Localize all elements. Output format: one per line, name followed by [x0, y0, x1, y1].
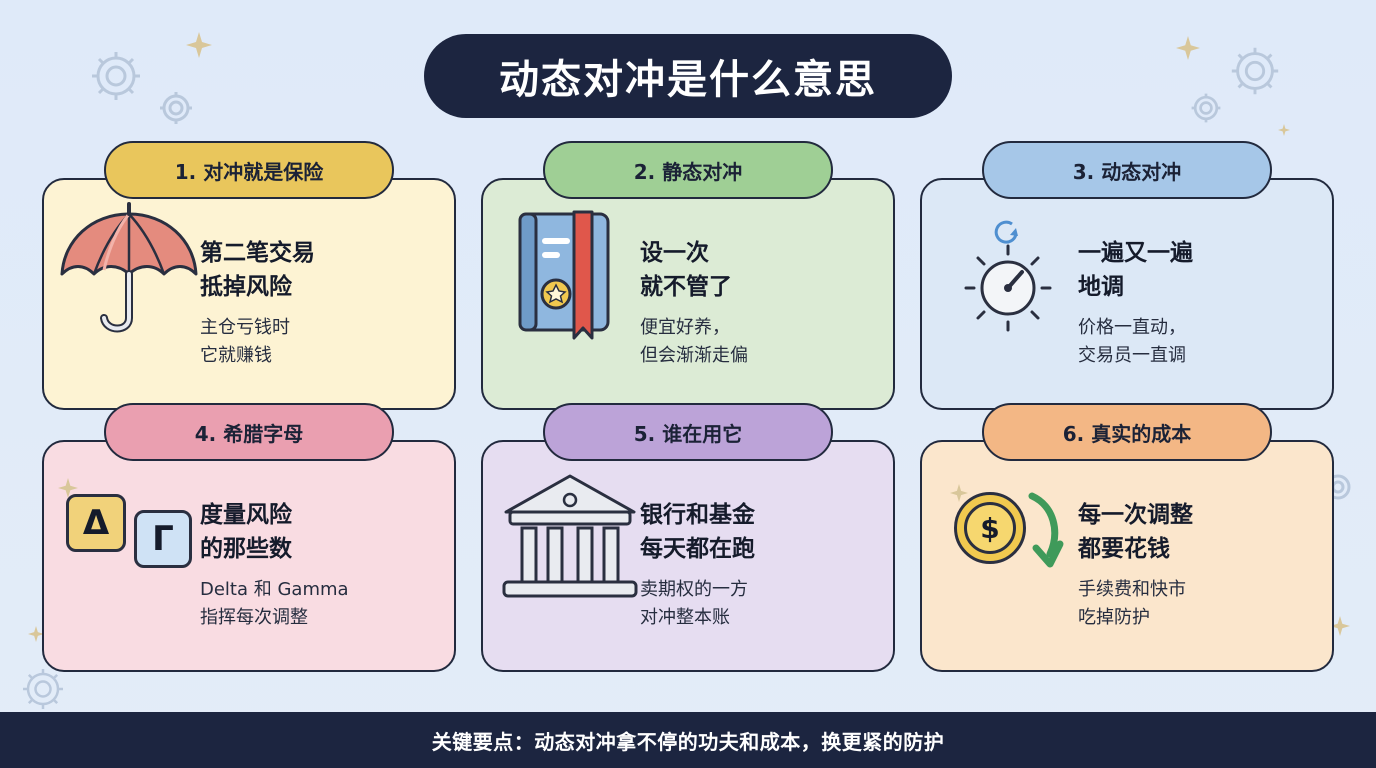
sparkle-icon — [1330, 616, 1350, 636]
umbrella-icon — [60, 202, 198, 333]
key-takeaway-bar: 关键要点：动态对冲拿不停的功夫和成本，换更紧的防护 — [0, 712, 1376, 768]
title-banner: 动态对冲是什么意思 — [424, 34, 952, 118]
notebook-icon — [518, 210, 610, 340]
card-dynamic-hedge-desc: 价格一直动，交易员一直调 — [1078, 317, 1186, 366]
card-dynamic-hedge-headline: 一遍又一遍地调 — [1078, 240, 1193, 300]
coin-icon: $ — [954, 492, 1074, 572]
sparkle-icon — [186, 32, 212, 58]
gear-icon — [1332, 474, 1351, 500]
card-cost-desc: 手续费和快市吃掉防护 — [1078, 579, 1186, 628]
card-static-hedge-desc: 便宜好养，但会渐渐走偏 — [640, 317, 748, 366]
sparkle-icon — [1278, 124, 1290, 136]
card-cost-tab: 6. 真实的成本 — [982, 403, 1272, 461]
dial-icon — [964, 220, 1052, 332]
card-cost-headline: 每一次调整都要花钱 — [1078, 502, 1193, 562]
card-users-desc: 卖期权的一方对冲整本账 — [640, 579, 748, 628]
card-insurance-tab: 1. 对冲就是保险 — [104, 141, 394, 199]
card-greeks-tab: 4. 希腊字母 — [104, 403, 394, 461]
gear-icon — [1191, 93, 1221, 123]
card-static-hedge-headline: 设一次就不管了 — [640, 240, 732, 300]
gear-icon — [23, 669, 63, 709]
gear-icon — [160, 92, 192, 124]
sparkle-icon — [950, 484, 968, 502]
card-dynamic-hedge-tab: 3. 动态对冲 — [982, 141, 1272, 199]
greek-letters-icon: Δ Γ — [66, 494, 196, 570]
down-arrow-icon — [1028, 492, 1064, 568]
sparkle-icon — [1176, 36, 1200, 60]
card-greeks-headline: 度量风险的那些数 — [200, 502, 292, 562]
card-users-headline: 银行和基金每天都在跑 — [640, 502, 755, 562]
key-takeaway-text: 关键要点：动态对冲拿不停的功夫和成本，换更紧的防护 — [431, 729, 945, 754]
bank-icon — [502, 474, 638, 598]
gamma-tile: Γ — [134, 510, 192, 568]
page-title: 动态对冲是什么意思 — [499, 57, 877, 103]
card-greeks — [42, 440, 456, 672]
delta-tile: Δ — [66, 494, 126, 552]
sparkle-icon — [28, 626, 44, 642]
card-static-hedge-tab: 2. 静态对冲 — [543, 141, 833, 199]
card-users-tab: 5. 谁在用它 — [543, 403, 833, 461]
gear-icon — [1231, 47, 1279, 95]
sparkle-icon — [58, 478, 78, 498]
dollar-coin: $ — [954, 492, 1026, 564]
card-insurance-desc: 主仓亏钱时它就赚钱 — [200, 317, 290, 366]
gear-icon — [92, 52, 140, 100]
card-insurance-headline: 第二笔交易抵掉风险 — [200, 240, 315, 300]
